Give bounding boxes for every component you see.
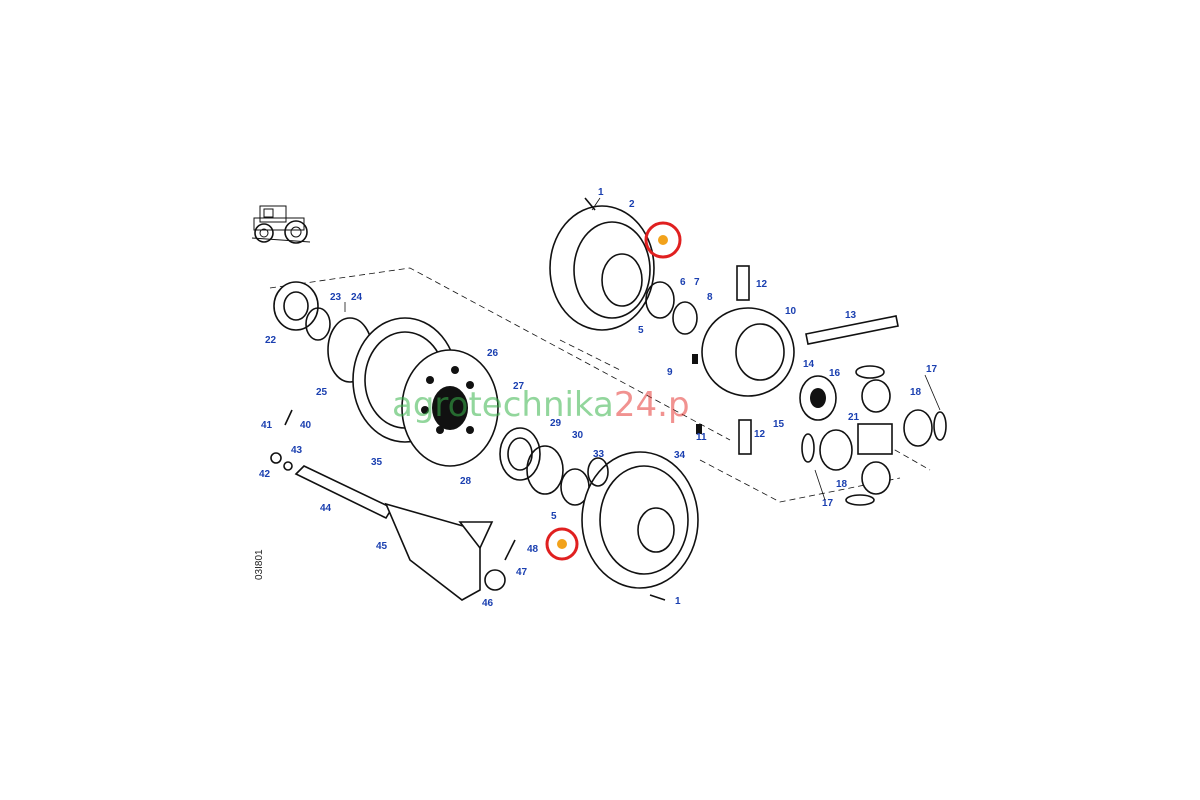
part-label: 48	[527, 544, 539, 555]
part-label: 27	[513, 381, 525, 392]
drawing-code: 03I801	[254, 549, 265, 580]
part-label: 9	[667, 367, 673, 378]
part-label: 11	[696, 432, 707, 443]
part-label: 23	[330, 292, 342, 303]
part-label: 12	[754, 429, 766, 440]
part-number-labels: 1 2 6 7 8 5 12 10 13 14 16 17 18 9 21 15…	[259, 187, 938, 609]
part-label: 8	[707, 292, 713, 303]
part-label: 21	[848, 412, 860, 423]
part-label: 7	[694, 277, 700, 288]
differential-gears	[692, 354, 947, 506]
part-label: 24	[351, 292, 363, 303]
part-label: 42	[259, 469, 271, 480]
part-label: 26	[487, 348, 499, 359]
watermark-prefix: agrotechnika	[392, 385, 614, 425]
part-label: 43	[291, 445, 303, 456]
upper-housing-cover	[549, 197, 698, 335]
part-label: 47	[516, 567, 528, 578]
highlight-marker-upper	[644, 221, 682, 259]
part-label: 5	[551, 511, 557, 522]
part-label: 35	[371, 457, 383, 468]
part-label: 5	[638, 325, 644, 336]
planetary-carrier-assembly	[273, 281, 590, 506]
part-label: 17	[926, 364, 938, 375]
part-label: 6	[680, 277, 686, 288]
part-label: 13	[845, 310, 857, 321]
part-label: 44	[320, 503, 332, 514]
part-label: 2	[629, 199, 635, 210]
lower-housing-cover	[581, 451, 699, 601]
part-label: 25	[316, 387, 328, 398]
part-label: 22	[265, 335, 277, 346]
part-label: 45	[376, 541, 388, 552]
part-label: 33	[593, 449, 605, 460]
part-label: 12	[756, 279, 768, 290]
part-label: 10	[785, 306, 797, 317]
part-label: 1	[675, 596, 681, 607]
shaft-and-fork-assembly	[270, 409, 516, 601]
part-label: 30	[572, 430, 584, 441]
part-label: 1	[598, 187, 604, 198]
part-label: 28	[460, 476, 472, 487]
watermark-text: agrotechnika24.p	[392, 385, 690, 425]
leader-lines	[344, 197, 941, 501]
differential-housing	[701, 265, 899, 455]
part-label: 15	[773, 419, 785, 430]
part-label: 16	[829, 368, 841, 379]
part-label: 17	[822, 498, 834, 509]
part-label: 46	[482, 598, 494, 609]
part-label: 41	[261, 420, 273, 431]
part-label: 18	[836, 479, 848, 490]
part-label: 18	[910, 387, 922, 398]
tractor-icon	[251, 205, 311, 244]
watermark-suffix: 24.p	[614, 385, 690, 425]
part-label: 34	[674, 450, 686, 461]
part-label: 40	[300, 420, 312, 431]
part-label: 29	[550, 418, 562, 429]
part-label: 14	[803, 359, 815, 370]
highlight-marker-lower	[545, 527, 579, 561]
